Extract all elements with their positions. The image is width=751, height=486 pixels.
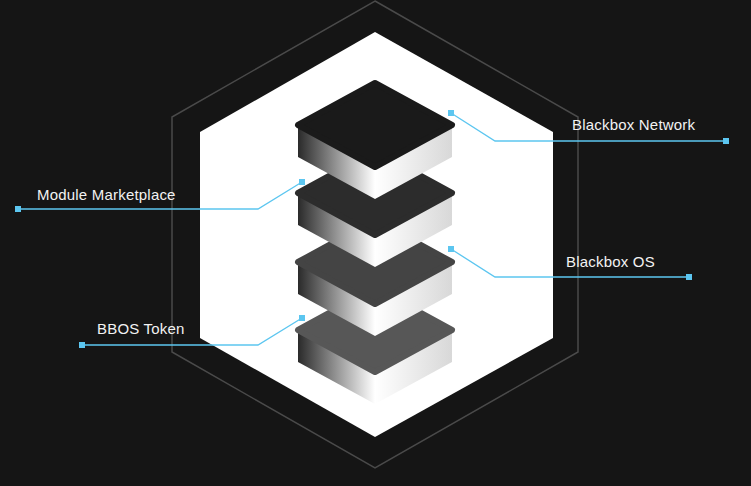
layer-label: Blackbox OS [566, 253, 655, 271]
layer-stack [298, 83, 452, 404]
layer-label: Module Marketplace [37, 186, 176, 204]
layer-label: BBOS Token [97, 320, 185, 338]
inner-hexagon [200, 32, 553, 437]
leader-lines [18, 113, 726, 345]
layer-label: Blackbox Network [572, 116, 695, 134]
layer-top [298, 83, 452, 167]
outer-hexagon [172, 1, 578, 468]
leader-dots [15, 110, 729, 348]
